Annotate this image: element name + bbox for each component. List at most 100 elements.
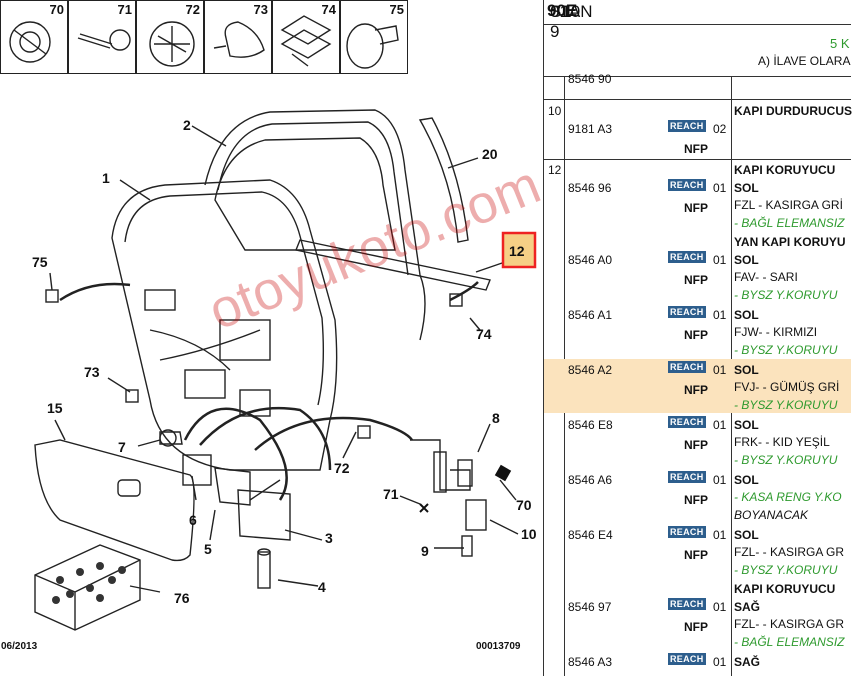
part-box-74[interactable]: 74 — [272, 0, 340, 74]
callout-5[interactable]: 5 — [204, 541, 212, 557]
callout-1[interactable]: 1 — [102, 170, 110, 186]
parts-table-panel: S10N 9 90E 01A 5 K A) İLAVE OLARA 8546 9… — [543, 0, 852, 676]
reach-badge: REACH — [668, 120, 706, 132]
cut-off-part: 8546 90 — [568, 72, 612, 86]
model-code: S10N 9 90E 01A — [547, 1, 593, 41]
side: SOL — [734, 181, 759, 195]
parts-diagram: 70 71 72 73 74 75 — [0, 0, 537, 652]
callout-72[interactable]: 72 — [334, 460, 350, 476]
description: FZL- - KASIRGA GR — [734, 617, 845, 631]
nfp-label: NFP — [684, 620, 708, 634]
description: FZL- - KASIRGA GR — [734, 545, 845, 559]
part-box-71[interactable]: 71 — [68, 0, 136, 74]
part-number: 8546 A6 — [568, 473, 613, 487]
callout-3[interactable]: 3 — [325, 530, 333, 546]
part-box-label: 74 — [321, 2, 336, 17]
note: BOYANACAK — [734, 508, 809, 522]
code-suffix: 01A — [550, 2, 581, 21]
side: SOL — [734, 308, 759, 322]
description: FAV- - SARI — [734, 270, 798, 284]
callout-12[interactable]: 12 — [509, 243, 525, 259]
part-number: 8546 97 — [568, 600, 612, 614]
part-title: KAPI KORUYUCU — [734, 582, 836, 596]
screw-71-icon — [77, 29, 131, 51]
callout-6[interactable]: 6 — [189, 512, 197, 528]
callout-73[interactable]: 73 — [84, 364, 100, 380]
side: SOL — [734, 418, 759, 432]
callout-9[interactable]: 9 — [421, 543, 429, 559]
note: - BYSZ Y.KORUYU — [734, 563, 838, 577]
quantity: 01 — [713, 181, 727, 195]
part-number: 8546 A1 — [568, 308, 613, 322]
side: SAĞ — [734, 600, 761, 614]
grommet-70-icon — [9, 21, 51, 63]
reach-badge: REACH — [668, 306, 706, 318]
callout-4[interactable]: 4 — [318, 579, 326, 595]
part-title: KAPI KORUYUCU — [734, 163, 836, 177]
part-number: 9181 A3 — [568, 122, 613, 136]
side: SOL — [734, 363, 759, 377]
model-code-header: S10N 9 90E 01A — [544, 0, 851, 41]
callout-71[interactable]: 71 — [383, 486, 399, 502]
reach-badge: REACH — [668, 471, 706, 483]
part-title: YAN KAPI KORUYU — [734, 235, 846, 249]
quantity: 01 — [713, 528, 727, 542]
side: SAĞ — [734, 655, 761, 669]
part-box-72[interactable]: 72 — [136, 0, 204, 74]
part-box-label: 71 — [117, 2, 132, 17]
nfp-label: NFP — [684, 493, 708, 507]
callout-15[interactable]: 15 — [47, 400, 63, 416]
code-prefix: S10N 9 — [550, 2, 593, 41]
diagram-date: 06/2013 — [1, 641, 38, 652]
part-box-73[interactable]: 73 — [204, 0, 272, 74]
description: FRK- - KID YEŞİL — [734, 435, 830, 449]
callout-70[interactable]: 70 — [516, 497, 532, 513]
reach-badge: REACH — [668, 416, 706, 428]
code-bold: 90E — [547, 1, 578, 20]
quantity: 01 — [713, 600, 727, 614]
part-box-70[interactable]: 70 — [0, 0, 68, 74]
callout-20[interactable]: 20 — [482, 146, 498, 162]
side: SOL — [734, 528, 759, 542]
quantity: 01 — [713, 308, 727, 322]
side: SOL — [734, 473, 759, 487]
quantity: 01 — [713, 655, 727, 669]
nfp-label: NFP — [684, 201, 708, 215]
description: FJW- - KIRMIZI — [734, 325, 818, 339]
part-number: 8546 A0 — [568, 253, 613, 267]
part-number: 8546 96 — [568, 181, 612, 195]
callout-76[interactable]: 76 — [174, 590, 190, 606]
note: - BAĞL ELEMANSIZ — [734, 635, 845, 649]
group-number: 12 — [548, 163, 562, 177]
nfp-label: NFP — [684, 383, 708, 397]
callout-8[interactable]: 8 — [492, 410, 500, 426]
nfp-label: NFP — [684, 438, 708, 452]
reach-badge: REACH — [668, 526, 706, 538]
callout-2[interactable]: 2 — [183, 117, 191, 133]
part-number: 8546 E4 — [568, 528, 613, 542]
quantity: 01 — [713, 363, 727, 377]
reach-badge: REACH — [668, 179, 706, 191]
part-box-label: 70 — [49, 2, 64, 17]
quantity: 01 — [713, 473, 727, 487]
part-number: 8546 A2 — [568, 363, 613, 377]
note: - BYSZ Y.KORUYU — [734, 453, 838, 467]
trim-panel — [34, 439, 195, 562]
part-box-75[interactable]: 75 — [340, 0, 408, 74]
callout-74[interactable]: 74 — [476, 326, 492, 342]
reach-badge: REACH — [668, 361, 706, 373]
nfp-label: NFP — [684, 328, 708, 342]
nfp-label: NFP — [684, 273, 708, 287]
cone-clip-73-icon — [213, 21, 265, 58]
part-box-label: 73 — [253, 2, 268, 17]
header-number: 5 K — [830, 36, 850, 51]
nfp-label: NFP — [684, 548, 708, 562]
side: SOL — [734, 253, 759, 267]
callout-7[interactable]: 7 — [118, 439, 126, 455]
callout-75[interactable]: 75 — [32, 254, 48, 270]
row-divider — [544, 159, 851, 160]
quantity: 02 — [713, 122, 727, 136]
window-frame — [204, 109, 426, 341]
quantity: 01 — [713, 418, 727, 432]
callout-10[interactable]: 10 — [521, 526, 537, 542]
